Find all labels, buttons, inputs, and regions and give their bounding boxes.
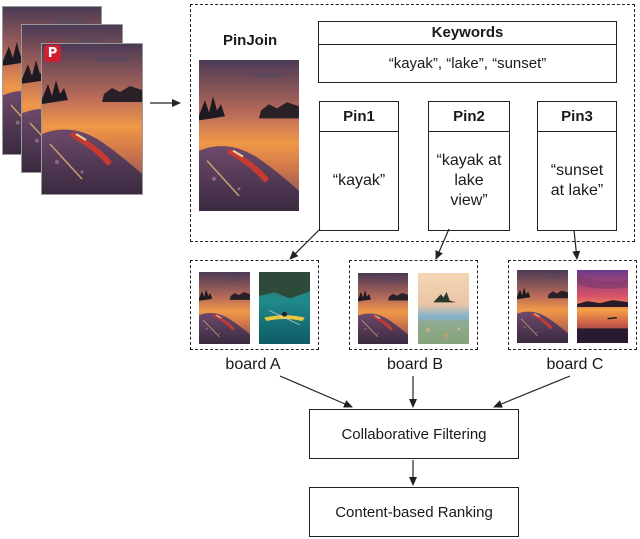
pin2-title: Pin2: [429, 102, 509, 132]
arrow-pin2-to-board-b: [435, 228, 450, 260]
board-c: [508, 260, 637, 350]
pin3-title: Pin3: [538, 102, 616, 132]
pin3-text: “sunset at lake”: [550, 162, 604, 199]
pinjoin-group: [190, 4, 635, 242]
board-a-label: board A: [225, 356, 281, 373]
board-b: [349, 260, 478, 350]
arrow-pin1-to-board-a: [289, 228, 321, 260]
collaborative-filtering-box: Collaborative Filtering: [309, 409, 519, 459]
arrow-board-a-to-cf: [279, 375, 353, 408]
board-a: [190, 260, 319, 350]
content-based-ranking-box: Content-based Ranking: [309, 487, 519, 537]
pinterest-icon: P: [44, 45, 61, 62]
pin1-box: Pin1 “kayak”: [319, 101, 399, 231]
pin3-box: Pin3 “sunset at lake”: [537, 101, 617, 231]
pin1-title: Pin1: [320, 102, 398, 132]
pinjoin-title: PinJoin: [223, 32, 278, 49]
keywords-text: “kayak”, “lake”, “sunset”: [388, 54, 547, 72]
keywords-title: Keywords: [319, 22, 616, 45]
board-b-label: board B: [386, 356, 444, 373]
pin1-text: “kayak”: [332, 172, 386, 189]
keywords-box: Keywords “kayak”, “lake”, “sunset”: [318, 21, 617, 83]
pin2-text: “kayak at lake view”: [436, 152, 502, 209]
board-c-label: board C: [546, 356, 604, 373]
arrow-pin3-to-board-c: [572, 229, 581, 260]
source-pin-card-3: P: [41, 43, 143, 195]
arrow-board-c-to-cf: [493, 375, 571, 408]
pin2-box: Pin2 “kayak at lake view”: [428, 101, 510, 231]
